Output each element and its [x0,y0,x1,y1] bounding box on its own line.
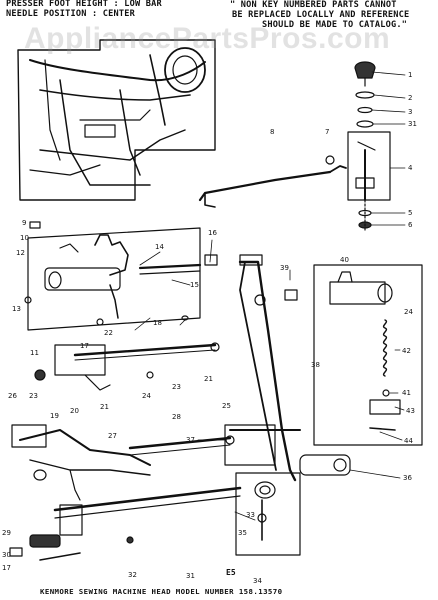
callout-33: 33 [246,511,255,519]
feed-shaft [34,342,220,391]
callout-26: 26 [8,392,17,400]
link-rod [198,155,347,208]
header-note-line1: " NON KEY NUMBERED PARTS CANNOT [230,0,397,10]
leader-lines [134,71,406,521]
callout-28: 28 [172,413,181,421]
callout-9: 9 [22,219,27,227]
callout-23-left: 23 [29,392,38,400]
cam-follower-assembly [235,472,301,556]
callout-25: 25 [222,402,231,410]
header-presser-foot: PRESSER FOOT HEIGHT : LOW BAR [6,0,162,9]
callout-40: 40 [340,256,349,264]
callout-21: 21 [204,375,213,383]
callout-8: 8 [270,128,275,136]
callout-36: 36 [403,474,412,482]
callout-6: 6 [408,221,413,229]
callout-21-left: 21 [100,403,109,411]
callout-27: 27 [108,432,117,440]
callout-12: 12 [16,249,25,257]
callout-11: 11 [30,349,39,357]
header-note-line3: SHOULD BE MADE TO CATALOG." [262,20,408,30]
callout-14: 14 [155,243,164,251]
rock-shaft [9,486,242,561]
callout-35: 35 [238,529,247,537]
feed-regulator-assembly [24,221,218,331]
callout-24: 24 [142,392,151,400]
stitch-regulator-assembly [284,264,423,446]
header-note-line2: BE REPLACED LOCALLY AND REFERENCE [232,10,410,20]
callout-44: 44 [404,437,413,445]
callout-39: 39 [280,264,289,272]
callout-20: 20 [70,407,79,415]
callout-2: 2 [408,94,413,102]
machine-inset-illustration [17,39,216,201]
callout-24-right: 24 [404,308,413,316]
callout-16: 16 [208,229,217,237]
callout-17: 17 [80,342,89,350]
callout-23: 23 [172,383,181,391]
callout-22: 22 [104,329,113,337]
callout-41: 41 [402,389,411,397]
footer-model-caption: KENMORE SEWING MACHINE HEAD MODEL NUMBER… [40,587,283,596]
callout-4: 4 [408,164,413,172]
zigzag-lever-arm [224,254,351,482]
callout-31-top: 31 [408,120,417,128]
callout-1: 1 [408,71,413,79]
callout-34: 34 [253,577,262,585]
callout-29: 29 [2,529,11,537]
callout-43: 43 [406,407,415,415]
watermark-text: AppliancePartsPros.com [24,22,391,55]
callout-10: 10 [20,234,29,242]
callout-5: 5 [408,209,413,217]
callout-30: 30 [2,551,11,559]
callout-3: 3 [408,108,413,116]
callout-31: 31 [186,572,195,580]
callout-18: 18 [153,319,162,327]
knob-assembly [347,61,391,233]
callout-7: 7 [325,128,330,136]
callout-17-bottom: 17 [2,564,11,572]
callout-15: 15 [190,281,199,289]
callout-32: 32 [128,571,137,579]
callout-38: 38 [311,361,320,369]
header-needle-position: NEEDLE POSITION : CENTER [6,9,135,19]
callout-37: 37 [186,436,195,444]
callout-19: 19 [50,412,59,420]
callout-42: 42 [402,347,411,355]
feed-dog-assembly [11,424,235,501]
callout-13: 13 [12,305,21,313]
diagram-code: E5 [226,568,236,577]
